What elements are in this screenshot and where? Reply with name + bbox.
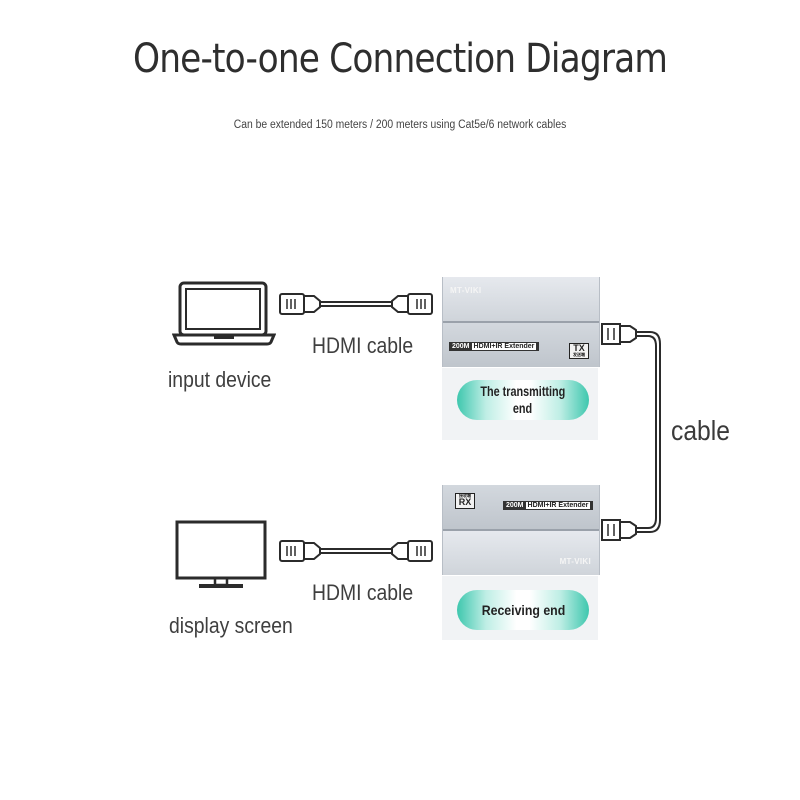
receiver-top-panel: MT-VIKI (443, 531, 599, 575)
hdmi-cable-bottom-label: HDMI cable (312, 580, 414, 605)
page-subtitle: Can be extended 150 meters / 200 meters … (233, 119, 567, 131)
page-title: One-to-one Connection Diagram (133, 36, 668, 82)
receiving-end-text: Receiving end (481, 602, 565, 618)
receiving-end-label: Receiving end (457, 590, 589, 630)
hdmi-cable-top-label: HDMI cable (312, 333, 414, 358)
display-screen-label: display screen (169, 613, 293, 638)
monitor-icon (175, 520, 267, 588)
transmitter-top-panel: MT-VIKI (443, 277, 599, 323)
hdmi-cable-icon (279, 540, 433, 562)
receiver-brand: MT-VIKI (559, 557, 591, 566)
rj45-cable-icon (601, 323, 661, 541)
hdmi-cable-icon (279, 293, 433, 315)
network-cable-label: cable (671, 415, 730, 446)
transmitter-brand: MT-VIKI (450, 286, 482, 295)
input-device-label: input device (168, 367, 272, 392)
laptop-icon (172, 281, 276, 346)
